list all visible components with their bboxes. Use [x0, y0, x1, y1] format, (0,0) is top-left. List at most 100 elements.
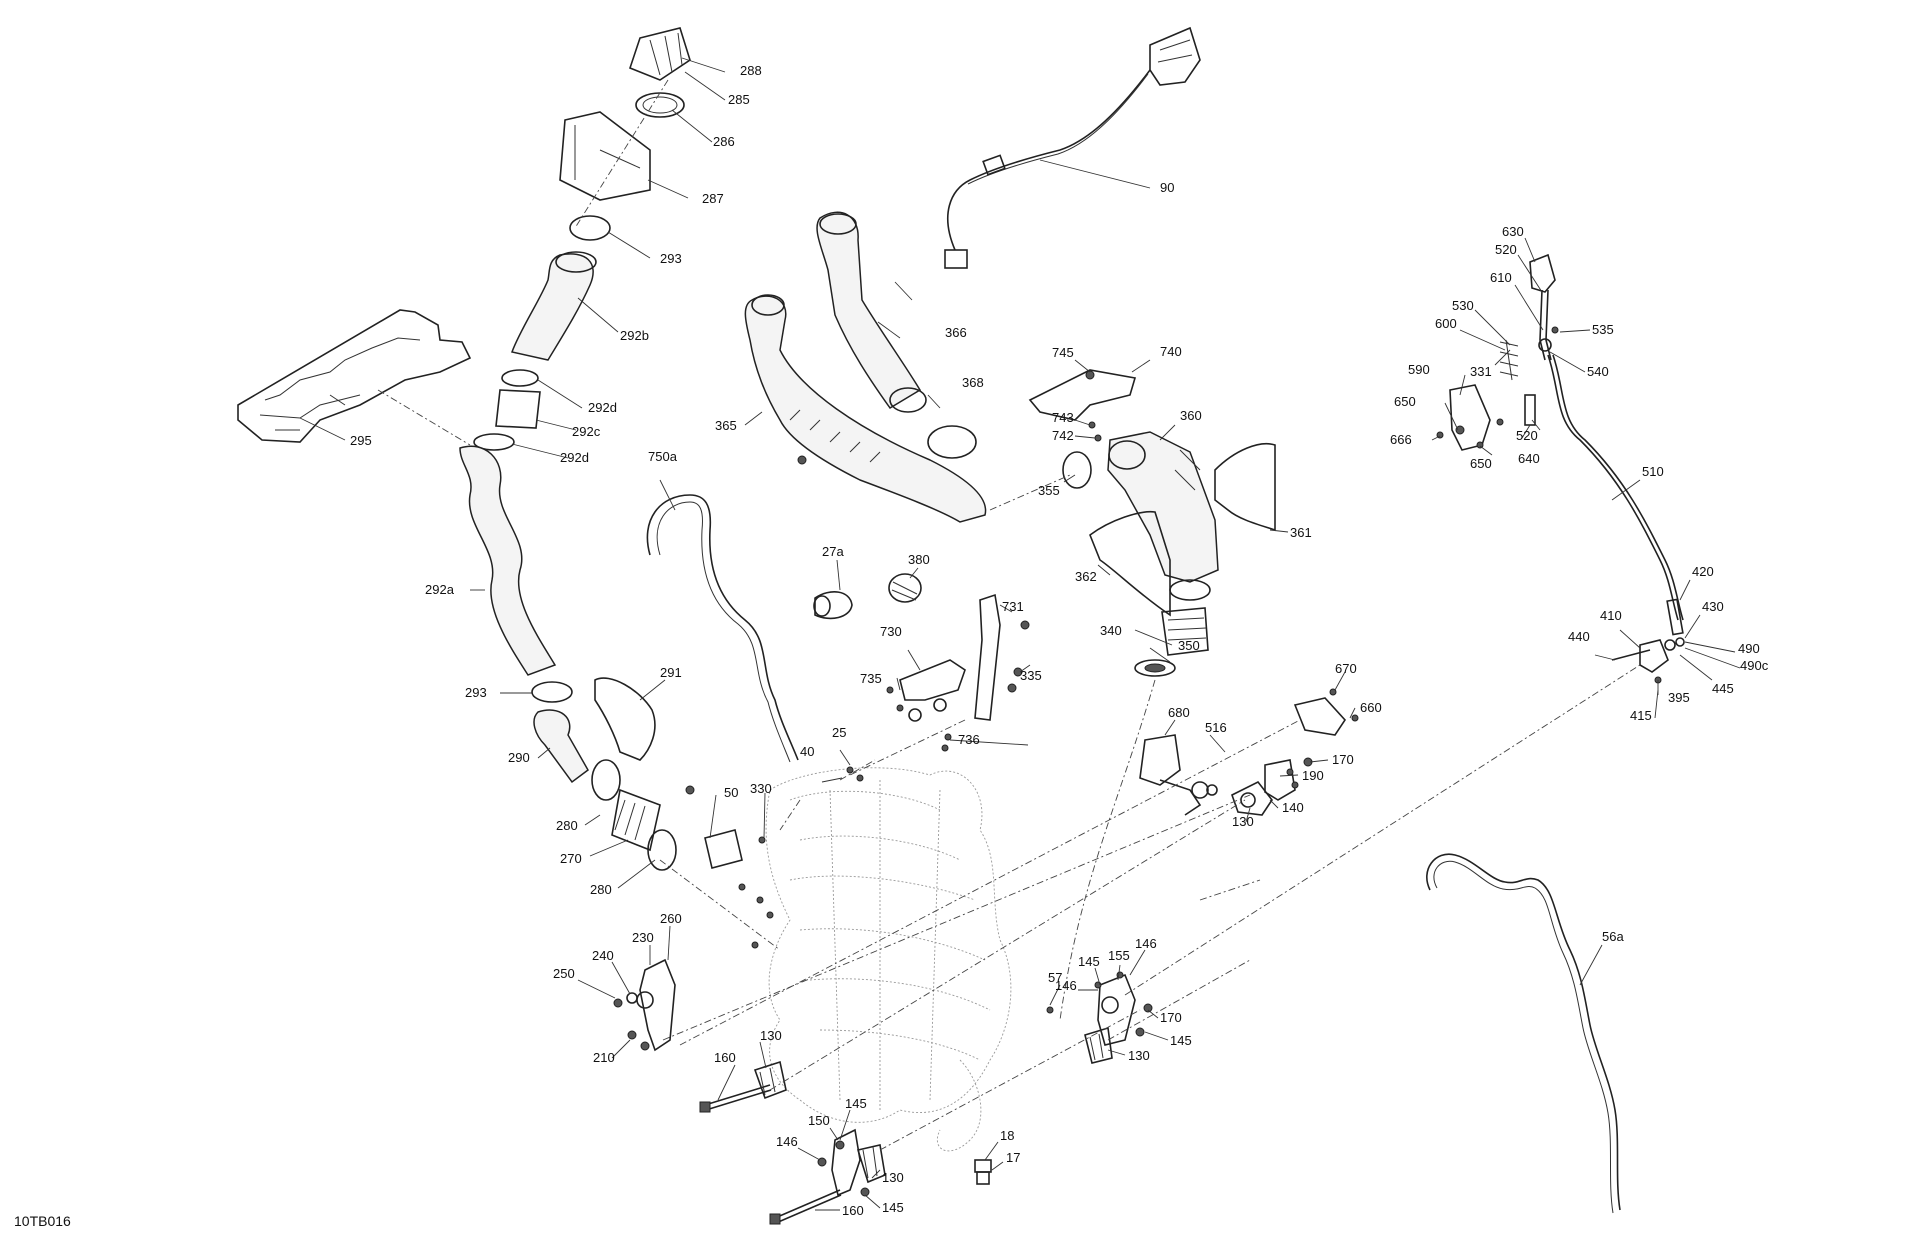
- label-286: 286: [713, 134, 735, 149]
- label-410: 410: [1600, 608, 1622, 623]
- label-366: 366: [945, 325, 967, 340]
- label-745: 745: [1052, 345, 1074, 360]
- label-145-c: 145: [845, 1096, 867, 1111]
- label-40: 40: [800, 744, 814, 759]
- heat-shield-295: [237, 309, 472, 443]
- label-590: 590: [1408, 362, 1430, 377]
- label-743: 743: [1052, 410, 1074, 425]
- label-18: 18: [1000, 1128, 1014, 1143]
- label-420: 420: [1692, 564, 1714, 579]
- label-145-b: 145: [1170, 1033, 1192, 1048]
- label-362: 362: [1075, 569, 1097, 584]
- label-27a: 27a: [822, 544, 844, 559]
- left-mount-260: [613, 958, 676, 1052]
- intake-tube-assembly: [459, 27, 691, 871]
- label-680: 680: [1168, 705, 1190, 720]
- label-140: 140: [1282, 800, 1304, 815]
- label-440: 440: [1568, 629, 1590, 644]
- drawing-code: 10TB016: [14, 1213, 71, 1229]
- label-360: 360: [1180, 408, 1202, 423]
- label-190: 190: [1302, 768, 1324, 783]
- label-146-b: 146: [1055, 978, 1077, 993]
- label-415: 415: [1630, 708, 1652, 723]
- label-130-d: 130: [882, 1170, 904, 1185]
- label-731: 731: [1002, 599, 1024, 614]
- airbox-assembly: [1062, 431, 1276, 677]
- label-170-right: 170: [1332, 752, 1354, 767]
- bracket-740: [1028, 369, 1137, 442]
- label-260: 260: [660, 911, 682, 926]
- label-240: 240: [592, 948, 614, 963]
- label-380: 380: [908, 552, 930, 567]
- label-291: 291: [660, 665, 682, 680]
- label-361: 361: [1290, 525, 1312, 540]
- label-540: 540: [1587, 364, 1609, 379]
- label-288: 288: [740, 63, 762, 78]
- label-516: 516: [1205, 720, 1227, 735]
- cable-56a: [1426, 853, 1621, 1214]
- label-293-lower: 293: [465, 685, 487, 700]
- label-520-top: 520: [1495, 242, 1517, 257]
- label-430: 430: [1702, 599, 1724, 614]
- label-368: 368: [962, 375, 984, 390]
- label-230: 230: [632, 930, 654, 945]
- label-56a: 56a: [1602, 929, 1624, 944]
- label-670: 670: [1335, 661, 1357, 676]
- label-146-a: 146: [1135, 936, 1157, 951]
- label-130-c: 130: [760, 1028, 782, 1043]
- label-295: 295: [350, 433, 372, 448]
- label-280-lower: 280: [590, 882, 612, 897]
- label-25: 25: [832, 725, 846, 740]
- label-292c: 292c: [572, 424, 601, 439]
- label-365: 365: [715, 418, 737, 433]
- label-170-lower: 170: [1160, 1010, 1182, 1025]
- label-130-b: 130: [1128, 1048, 1150, 1063]
- label-150: 150: [808, 1113, 830, 1128]
- label-735: 735: [860, 671, 882, 686]
- label-155: 155: [1108, 948, 1130, 963]
- wiring-harness-90: [944, 26, 1201, 269]
- label-331: 331: [1470, 364, 1492, 379]
- label-160-lower: 160: [842, 1203, 864, 1218]
- alignment-lines: [377, 79, 1641, 1151]
- vent-tube-750a: [646, 494, 799, 763]
- label-292b: 292b: [620, 328, 649, 343]
- label-290: 290: [508, 750, 530, 765]
- label-250: 250: [553, 966, 575, 981]
- label-292d-upper: 292d: [588, 400, 617, 415]
- label-490c: 490c: [1740, 658, 1769, 673]
- label-355: 355: [1038, 483, 1060, 498]
- label-650-lower: 650: [1470, 456, 1492, 471]
- actuator-680: [1139, 688, 1359, 816]
- label-610: 610: [1490, 270, 1512, 285]
- label-293-top: 293: [660, 251, 682, 266]
- label-750a: 750a: [648, 449, 678, 464]
- label-736: 736: [958, 732, 980, 747]
- label-270: 270: [560, 851, 582, 866]
- bracket-730-731: [886, 593, 1030, 752]
- label-160-upper: 160: [714, 1050, 736, 1065]
- label-287: 287: [702, 191, 724, 206]
- label-285: 285: [728, 92, 750, 107]
- label-17: 17: [1006, 1150, 1020, 1165]
- label-742: 742: [1052, 428, 1074, 443]
- label-330: 330: [750, 781, 772, 796]
- mount-lower-center: [769, 1128, 886, 1225]
- label-600: 600: [1435, 316, 1457, 331]
- part-labels: 288 285 286 287 293 292b 295 292d 292c 2…: [350, 63, 1769, 1218]
- label-145-a: 145: [1078, 954, 1100, 969]
- label-90: 90: [1160, 180, 1174, 195]
- label-666: 666: [1390, 432, 1412, 447]
- label-280-upper: 280: [556, 818, 578, 833]
- small-parts-27a-380: [813, 573, 922, 620]
- label-130-right: 130: [1232, 814, 1254, 829]
- label-146-c: 146: [776, 1134, 798, 1149]
- engine-block: [765, 767, 1012, 1152]
- leader-lines: [299, 57, 1741, 1211]
- label-535: 535: [1592, 322, 1614, 337]
- decal-50: [685, 766, 864, 949]
- label-510: 510: [1642, 464, 1664, 479]
- label-490: 490: [1738, 641, 1760, 656]
- label-395: 395: [1668, 690, 1690, 705]
